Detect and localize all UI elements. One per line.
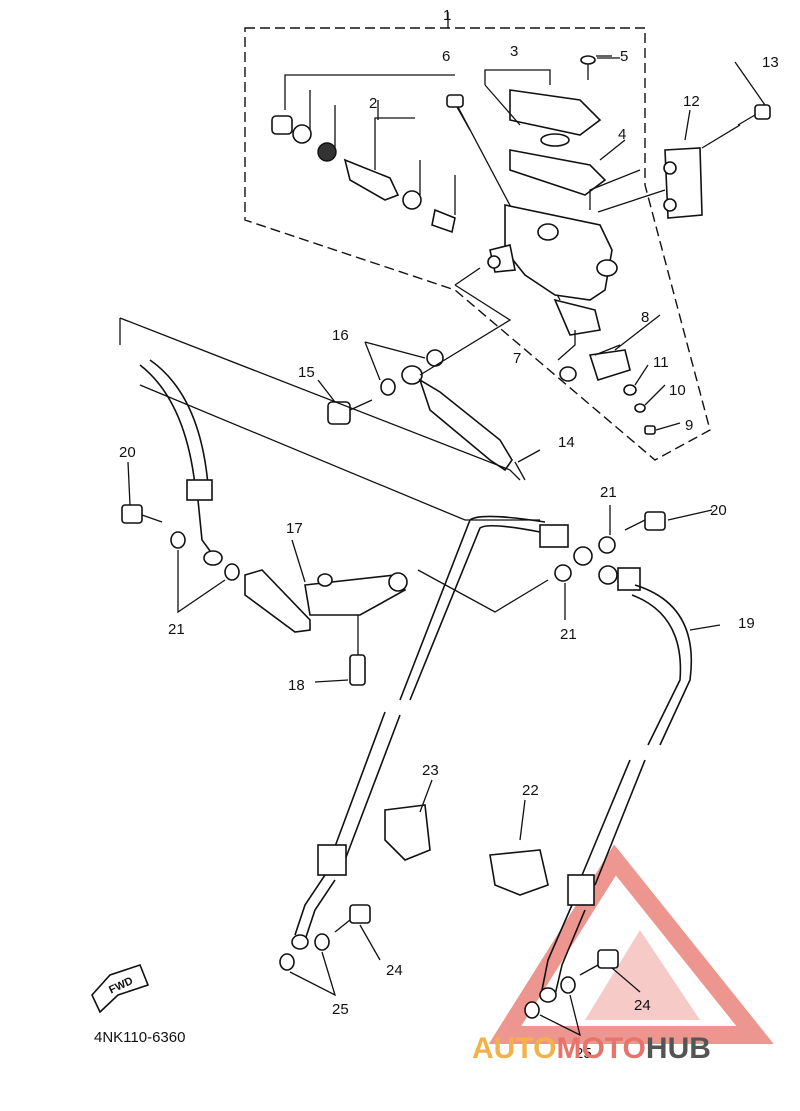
callout-24-left: 24 bbox=[386, 962, 403, 979]
washer-21-d bbox=[554, 564, 572, 582]
diaphragm bbox=[509, 149, 607, 196]
forward-arrow-icon: FWD bbox=[91, 964, 150, 1014]
callout-14: 14 bbox=[558, 434, 575, 451]
union-bolt bbox=[327, 399, 373, 425]
watermark-hub: HUB bbox=[646, 1032, 711, 1065]
left-hose-upper bbox=[139, 359, 223, 566]
piston-kit bbox=[271, 74, 456, 234]
callout-15: 15 bbox=[298, 364, 315, 381]
hose-joint bbox=[244, 569, 408, 655]
callout-16: 16 bbox=[332, 327, 349, 344]
bolt-24-left bbox=[334, 904, 371, 933]
washer-25-d bbox=[560, 976, 576, 994]
callout-7: 7 bbox=[513, 350, 521, 367]
callout-22: 22 bbox=[522, 782, 539, 799]
callout-21-mid: 21 bbox=[560, 626, 577, 643]
callout-20-right: 20 bbox=[710, 502, 727, 519]
watermark-auto: AUTO bbox=[472, 1032, 556, 1065]
washer-21-a bbox=[170, 531, 186, 549]
washer-25-c bbox=[524, 1001, 540, 1019]
callout-9: 9 bbox=[685, 417, 693, 434]
callout-8: 8 bbox=[641, 309, 649, 326]
lever-nut bbox=[559, 366, 577, 382]
switch-assembly bbox=[588, 349, 631, 382]
callout-24-right: 24 bbox=[634, 997, 651, 1014]
cap-screw bbox=[580, 55, 612, 80]
callout-1: 1 bbox=[443, 7, 451, 24]
circlip bbox=[623, 384, 637, 396]
callout-11: 11 bbox=[653, 354, 669, 371]
callout-10: 10 bbox=[669, 382, 686, 399]
bolt-left bbox=[121, 504, 163, 524]
washer-25-a bbox=[279, 953, 295, 971]
callout-6: 6 bbox=[442, 48, 450, 65]
watermark-moto: MOTO bbox=[556, 1032, 645, 1065]
watermark-text: AUTOMOTOHUB bbox=[472, 1032, 711, 1065]
holder-clamp bbox=[597, 147, 703, 219]
washer-21-c bbox=[598, 536, 616, 554]
callout-25-right: 25 bbox=[575, 1045, 592, 1062]
drawing-code: 4NK110-6360 bbox=[94, 1029, 185, 1046]
bolt-right bbox=[624, 511, 666, 531]
bolt-24-right bbox=[579, 949, 619, 976]
callout-4: 4 bbox=[618, 126, 626, 143]
callout-21-left: 21 bbox=[168, 621, 185, 638]
hose-guide-22 bbox=[489, 849, 549, 896]
joint-bolt bbox=[349, 654, 366, 686]
washer-25-b bbox=[314, 933, 330, 951]
switch-screw bbox=[644, 425, 656, 435]
hose-clamp-23 bbox=[384, 804, 431, 861]
callout-2: 2 bbox=[369, 95, 377, 112]
assembly-boundary bbox=[244, 27, 711, 461]
callout-labels: 1 2 3 4 5 6 7 8 9 10 11 12 13 14 15 16 1… bbox=[119, 7, 779, 1062]
callout-20-left: 20 bbox=[119, 444, 136, 461]
lower-hose-right bbox=[539, 759, 646, 1003]
callout-17: 17 bbox=[286, 520, 303, 537]
clamp-bolt bbox=[701, 104, 771, 149]
callout-5: 5 bbox=[620, 48, 628, 65]
washer-21-b bbox=[224, 563, 240, 581]
watermark-logo bbox=[488, 844, 774, 1044]
washer-small bbox=[634, 403, 646, 413]
copper-washer-a bbox=[380, 378, 396, 396]
callout-25-left: 25 bbox=[332, 1001, 349, 1018]
copper-washer-b bbox=[426, 349, 444, 367]
master-cylinder-body bbox=[454, 169, 641, 336]
brake-hose-fitting bbox=[401, 365, 526, 481]
callout-3: 3 bbox=[510, 43, 518, 60]
lower-hose-left bbox=[291, 711, 401, 950]
callout-13: 13 bbox=[762, 54, 779, 71]
upper-hose-loop bbox=[399, 515, 693, 746]
callout-23: 23 bbox=[422, 762, 439, 779]
callout-18: 18 bbox=[288, 677, 305, 694]
callout-12: 12 bbox=[683, 93, 700, 110]
callout-19: 19 bbox=[738, 615, 755, 632]
callout-21-top-right: 21 bbox=[600, 484, 617, 501]
reservoir-cap bbox=[484, 69, 602, 147]
